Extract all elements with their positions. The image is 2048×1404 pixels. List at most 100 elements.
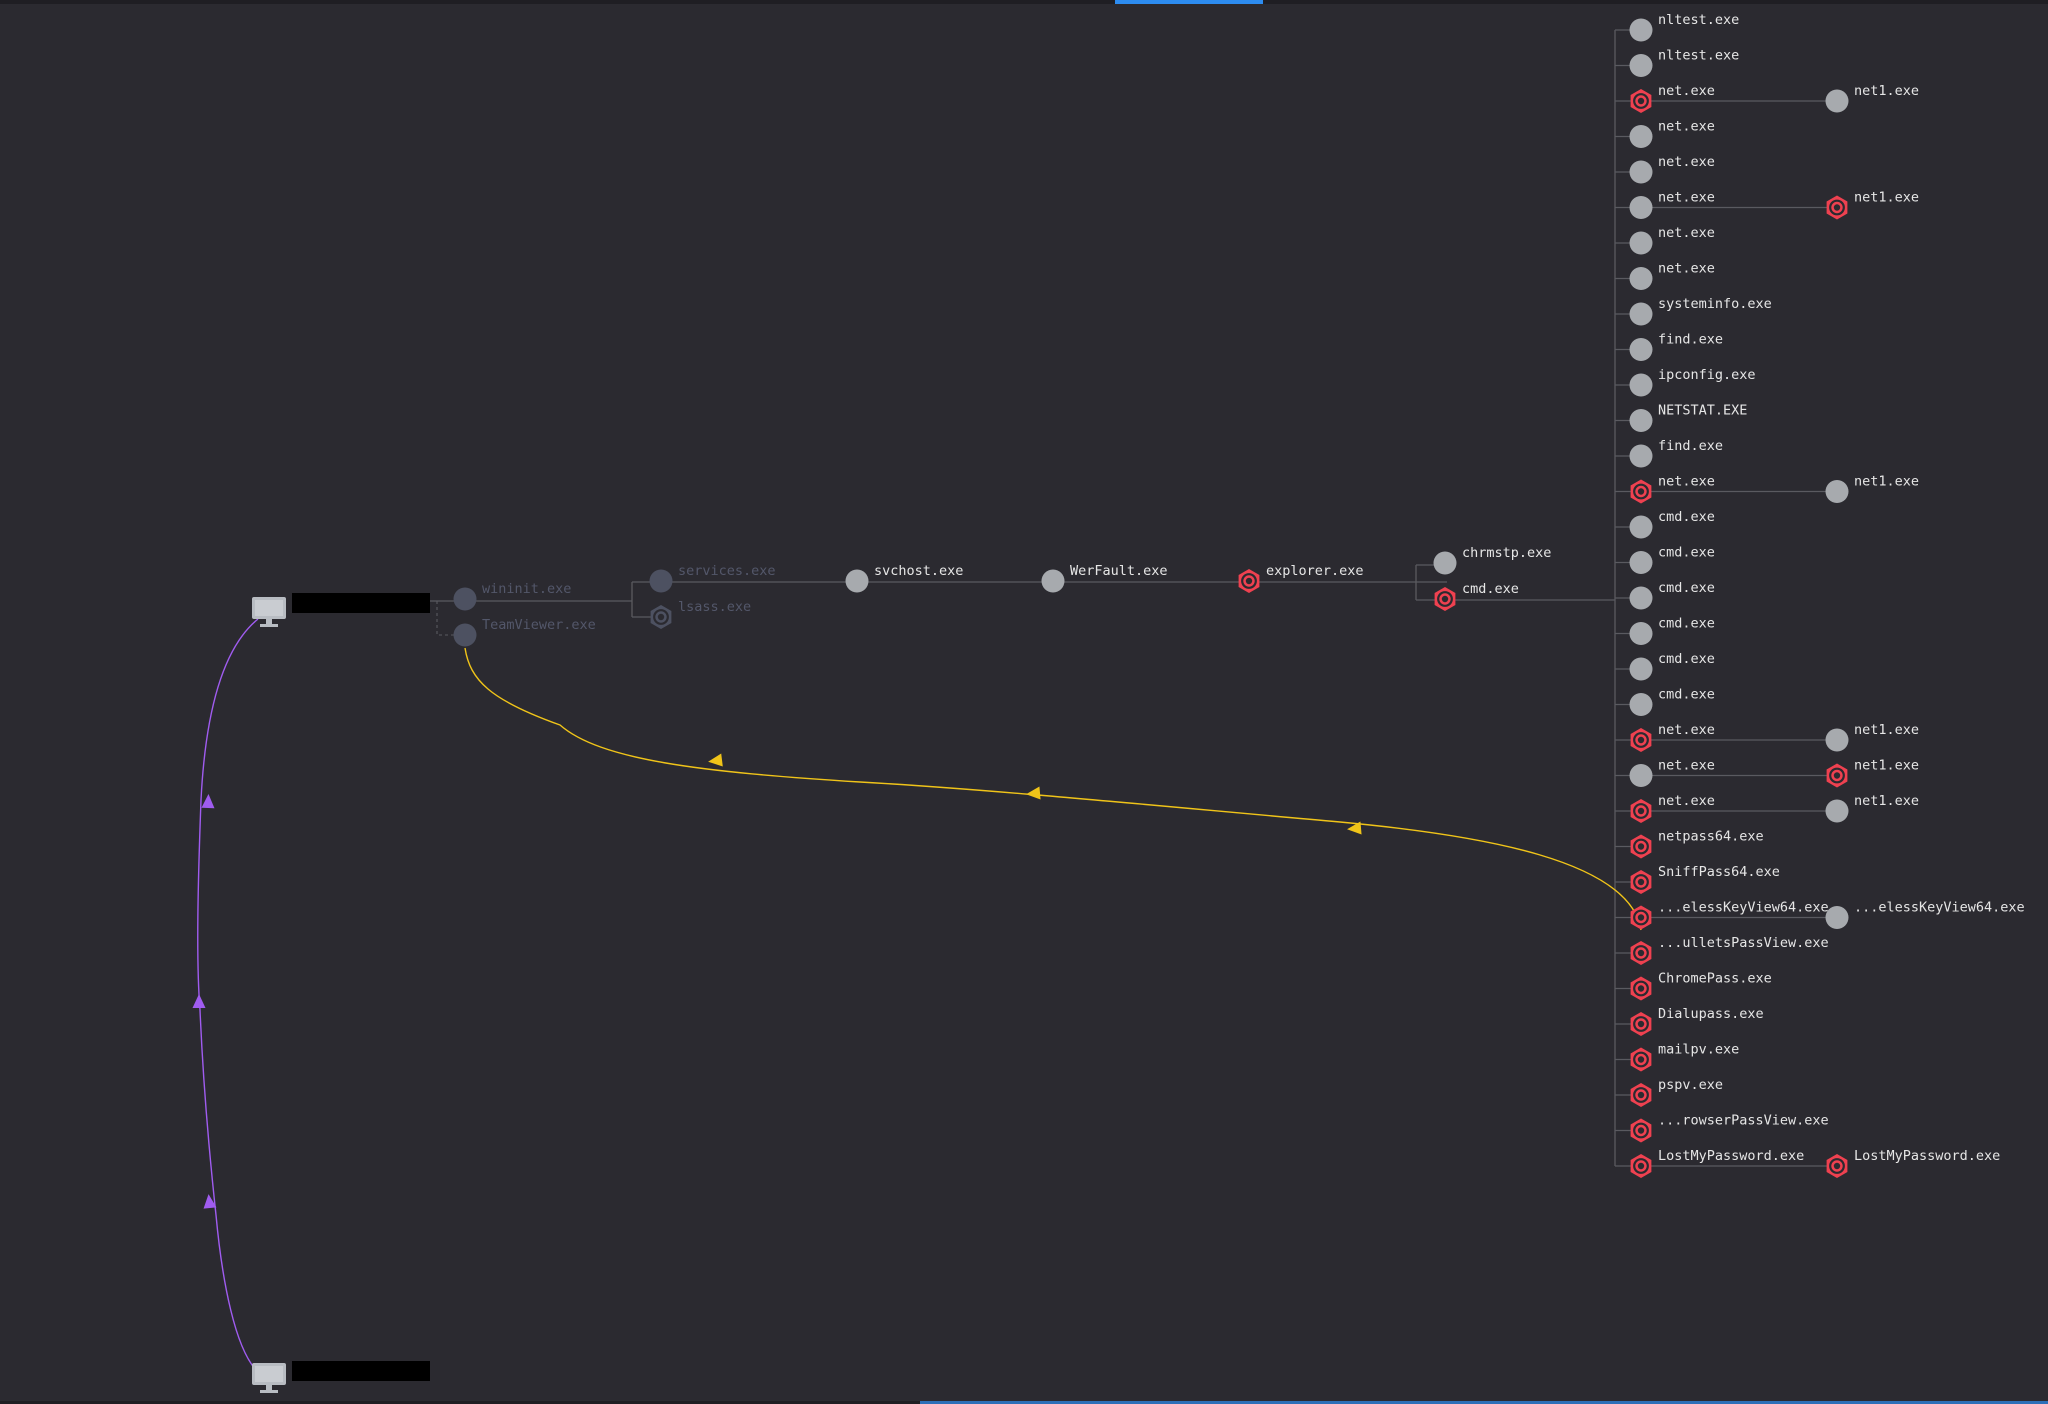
node-child-22[interactable]: net.exe — [1630, 793, 1715, 823]
process-label: LostMyPassword.exe — [1854, 1148, 2000, 1164]
bottom-scrollbar-thumb[interactable] — [920, 1401, 2048, 1404]
alert-core-icon — [1637, 843, 1645, 850]
alert-ring-icon — [1633, 1051, 1649, 1068]
process-label: services.exe — [678, 563, 776, 579]
process-node-icon — [1629, 693, 1653, 716]
alert-ring-icon — [1633, 483, 1649, 500]
process-label: NETSTAT.EXE — [1658, 403, 1747, 419]
monitor-neck-icon — [266, 619, 272, 624]
process-node-icon — [1629, 125, 1653, 148]
process-label: ...elessKeyView64.exe — [1658, 900, 1829, 916]
node-grandchild-5[interactable]: net1.exe — [1826, 190, 1919, 220]
alert-core-icon — [1245, 577, 1253, 585]
process-label: svchost.exe — [874, 563, 963, 579]
host-link-arrow-1-icon — [201, 794, 215, 809]
node-child-32[interactable]: LostMyPassword.exe — [1630, 1148, 1805, 1178]
node-child-6[interactable]: net.exe — [1629, 225, 1715, 255]
node-child-4[interactable]: net.exe — [1629, 154, 1715, 184]
host-bottom-monitor-icon[interactable] — [252, 1363, 286, 1393]
node-child-0[interactable]: nltest.exe — [1629, 12, 1740, 42]
node-explorer[interactable]: explorer.exe — [1238, 563, 1364, 593]
process-label: find.exe — [1658, 438, 1723, 454]
process-label: cmd.exe — [1658, 545, 1715, 561]
node-services[interactable]: services.exe — [649, 563, 776, 593]
process-node-icon — [845, 569, 869, 593]
node-child-23[interactable]: netpass64.exe — [1630, 829, 1764, 859]
node-child-29[interactable]: mailpv.exe — [1630, 1042, 1740, 1072]
node-svchost[interactable]: svchost.exe — [845, 563, 964, 593]
node-teamviewer[interactable]: TeamViewer.exe — [453, 617, 596, 647]
node-grandchild-22[interactable]: net1.exe — [1825, 793, 1920, 823]
process-label: net.exe — [1658, 225, 1715, 241]
node-grandchild-25[interactable]: ...elessKeyView64.exe — [1825, 900, 2025, 930]
node-child-8[interactable]: systeminfo.exe — [1629, 296, 1772, 326]
node-child-15[interactable]: cmd.exe — [1629, 545, 1715, 575]
node-child-25[interactable]: ...elessKeyView64.exe — [1630, 900, 1829, 930]
node-grandchild-13[interactable]: net1.exe — [1825, 474, 1920, 504]
process-label: ...elessKeyView64.exe — [1854, 900, 2025, 916]
node-wininit[interactable]: wininit.exe — [453, 581, 572, 611]
alert-ring-icon — [1241, 573, 1257, 589]
alert-core-icon — [1637, 1127, 1645, 1134]
host-link-arrow-3-icon — [203, 1194, 217, 1209]
node-child-27[interactable]: ChromePass.exe — [1630, 971, 1772, 1001]
graph-edges — [197, 29, 1837, 1373]
node-child-12[interactable]: find.exe — [1629, 438, 1724, 468]
node-werfault[interactable]: WerFault.exe — [1041, 563, 1168, 593]
host-label-top — [292, 593, 430, 613]
node-grandchild-2[interactable]: net1.exe — [1825, 83, 1920, 113]
process-label: chrmstp.exe — [1462, 545, 1551, 561]
node-chrmstp[interactable]: chrmstp.exe — [1433, 545, 1552, 575]
process-label: net.exe — [1658, 474, 1715, 490]
node-child-21[interactable]: net.exe — [1629, 758, 1715, 788]
node-child-13[interactable]: net.exe — [1630, 474, 1715, 504]
host-label-bottom — [292, 1361, 430, 1381]
alert-core-icon — [1637, 488, 1645, 495]
process-label: net1.exe — [1854, 793, 1919, 809]
node-child-9[interactable]: find.exe — [1629, 332, 1724, 362]
alert-core-icon — [1637, 97, 1645, 105]
node-child-20[interactable]: net.exe — [1630, 722, 1715, 752]
node-child-14[interactable]: cmd.exe — [1629, 509, 1715, 539]
node-child-31[interactable]: ...rowserPassView.exe — [1630, 1113, 1829, 1143]
node-child-28[interactable]: Dialupass.exe — [1630, 1006, 1764, 1036]
node-child-5[interactable]: net.exe — [1629, 190, 1715, 220]
node-grandchild-32[interactable]: LostMyPassword.exe — [1826, 1148, 2001, 1178]
node-lsass[interactable]: lsass.exe — [650, 599, 752, 629]
top-tab-bar — [0, 0, 2048, 4]
active-tab-indicator[interactable] — [1115, 0, 1263, 4]
alert-core-icon — [1637, 1020, 1645, 1028]
node-child-16[interactable]: cmd.exe — [1629, 580, 1715, 610]
node-child-24[interactable]: SniffPass64.exe — [1630, 864, 1780, 894]
alert-core-icon — [1441, 595, 1449, 603]
process-label: nltest.exe — [1658, 48, 1739, 64]
node-child-19[interactable]: cmd.exe — [1629, 687, 1715, 717]
process-node-icon — [649, 569, 673, 593]
process-label: cmd.exe — [1658, 651, 1715, 667]
process-label: net.exe — [1658, 154, 1715, 170]
process-label: net.exe — [1658, 722, 1715, 738]
node-cmd-main[interactable]: cmd.exe — [1434, 581, 1519, 611]
node-child-3[interactable]: net.exe — [1629, 119, 1715, 149]
alert-ring-icon — [1633, 1087, 1649, 1103]
node-child-17[interactable]: cmd.exe — [1629, 616, 1715, 646]
alert-core-icon — [1833, 1162, 1841, 1170]
node-child-11[interactable]: NETSTAT.EXE — [1629, 403, 1748, 433]
node-grandchild-21[interactable]: net1.exe — [1826, 758, 1919, 788]
node-child-26[interactable]: ...ulletsPassView.exe — [1630, 935, 1829, 965]
host-top-monitor-icon[interactable] — [252, 597, 286, 627]
node-child-7[interactable]: net.exe — [1629, 261, 1715, 291]
alert-ring-icon — [1633, 838, 1649, 855]
alert-core-icon — [1637, 807, 1645, 815]
node-child-18[interactable]: cmd.exe — [1629, 651, 1715, 681]
process-node-icon — [1825, 799, 1849, 823]
process-node-icon — [1629, 160, 1653, 184]
node-child-30[interactable]: pspv.exe — [1630, 1077, 1723, 1107]
node-child-1[interactable]: nltest.exe — [1629, 48, 1740, 78]
node-grandchild-20[interactable]: net1.exe — [1825, 722, 1920, 752]
node-child-2[interactable]: net.exe — [1630, 83, 1715, 113]
process-node-icon — [1825, 906, 1849, 929]
node-child-10[interactable]: ipconfig.exe — [1629, 367, 1756, 397]
